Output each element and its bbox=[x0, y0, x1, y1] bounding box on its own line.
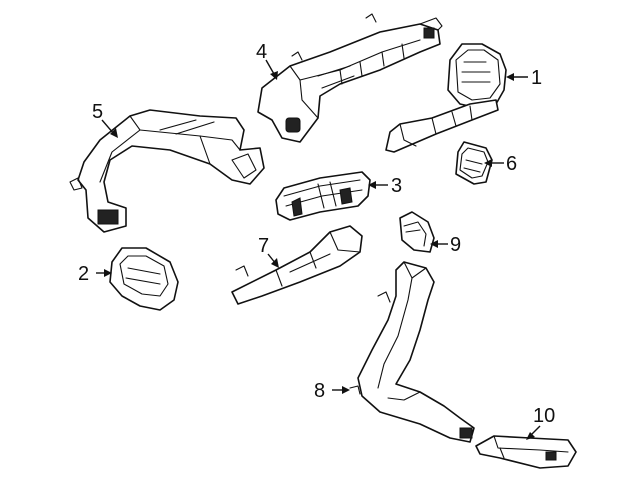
callout-5: 5 bbox=[92, 101, 118, 138]
part-3-center-vent bbox=[275, 171, 371, 221]
callout-6-label: 6 bbox=[506, 153, 517, 175]
callout-1-label: 1 bbox=[531, 67, 542, 89]
callout-2: 2 bbox=[78, 263, 112, 285]
callout-6: 6 bbox=[484, 153, 517, 175]
callout-10: 10 bbox=[526, 405, 555, 440]
callout-8: 8 bbox=[314, 380, 350, 402]
part-10-floor-outlet bbox=[475, 435, 577, 469]
callout-3: 3 bbox=[368, 175, 402, 197]
callout-8-label: 8 bbox=[314, 380, 325, 402]
part-7-strip-duct bbox=[231, 225, 363, 305]
callout-9-label: 9 bbox=[450, 234, 461, 256]
part-2-side-vent bbox=[109, 247, 179, 311]
callout-9: 9 bbox=[430, 234, 461, 256]
callout-4: 4 bbox=[256, 41, 278, 80]
callout-3-label: 3 bbox=[391, 175, 402, 197]
part-9-bracket bbox=[399, 211, 435, 253]
callout-7-label: 7 bbox=[258, 235, 269, 257]
callout-2-label: 2 bbox=[78, 263, 89, 285]
part-5-left-duct bbox=[69, 109, 265, 233]
part-6-small-vent bbox=[455, 141, 493, 185]
callout-5-label: 5 bbox=[92, 101, 103, 123]
part-1-side-vent bbox=[385, 43, 507, 153]
callout-4-label: 4 bbox=[256, 41, 267, 63]
callout-10-label: 10 bbox=[533, 405, 555, 427]
part-8-floor-duct bbox=[349, 261, 475, 443]
part-4-center-duct bbox=[257, 13, 443, 143]
callout-1: 1 bbox=[506, 67, 542, 89]
callout-7: 7 bbox=[258, 235, 279, 268]
